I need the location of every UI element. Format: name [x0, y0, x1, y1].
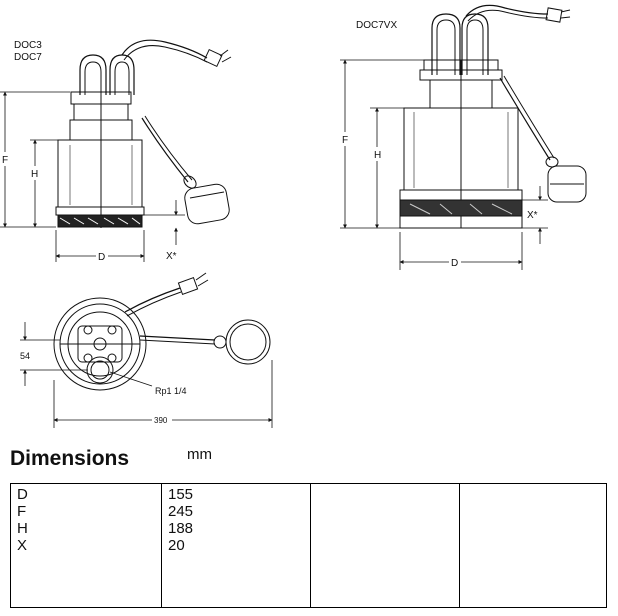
- dimensions-table: D F H X 155 245 188 20: [10, 483, 607, 608]
- dimension-name: H: [17, 520, 28, 537]
- plan-outlet-label: Rp1 1/4: [155, 386, 187, 396]
- empty-cell: [459, 483, 607, 608]
- dimension-names-cell: D F H X: [10, 483, 162, 608]
- plan-view: [53, 272, 271, 391]
- plan-offset-label: 54: [20, 351, 30, 361]
- right-dim-label-d: D: [451, 258, 458, 269]
- left-dimensions: [0, 91, 185, 262]
- model-label-doc3: DOC3: [14, 40, 42, 51]
- dimension-value: 245: [168, 503, 194, 520]
- right-dimensions: [340, 59, 548, 270]
- right-dim-label-f: F: [342, 135, 348, 146]
- right-dim-label-h: H: [374, 150, 381, 161]
- left-dim-label-f: F: [2, 155, 8, 166]
- right-dim-label-x: X*: [527, 210, 538, 221]
- dimensions-heading: Dimensions: [10, 447, 130, 470]
- dimension-name: X: [17, 537, 28, 554]
- doc3-doc7-side-view: DOC3 DOC7: [14, 39, 232, 228]
- doc7vx-side-view: DOC7VX: [356, 4, 587, 229]
- table-row: D F H X 155 245 188 20: [10, 483, 607, 608]
- model-label-doc7vx: DOC7VX: [356, 20, 397, 31]
- dimension-name: D: [17, 486, 28, 503]
- dimension-name: F: [17, 503, 27, 520]
- left-dim-label-x: X*: [166, 251, 177, 262]
- left-dim-label-d: D: [98, 252, 105, 263]
- dimension-value: 188: [168, 520, 194, 537]
- empty-cell: [310, 483, 460, 608]
- dimension-value: 20: [168, 537, 185, 554]
- dimension-values-cell: 155 245 188 20: [161, 483, 311, 608]
- left-dim-label-h: H: [31, 169, 38, 180]
- pump-dimension-drawing: DOC3 DOC7: [0, 4, 587, 428]
- dimension-value: 155: [168, 486, 194, 503]
- plan-width-label: 390: [154, 416, 168, 425]
- dimensions-unit: mm: [187, 446, 212, 463]
- model-label-doc7: DOC7: [14, 52, 42, 63]
